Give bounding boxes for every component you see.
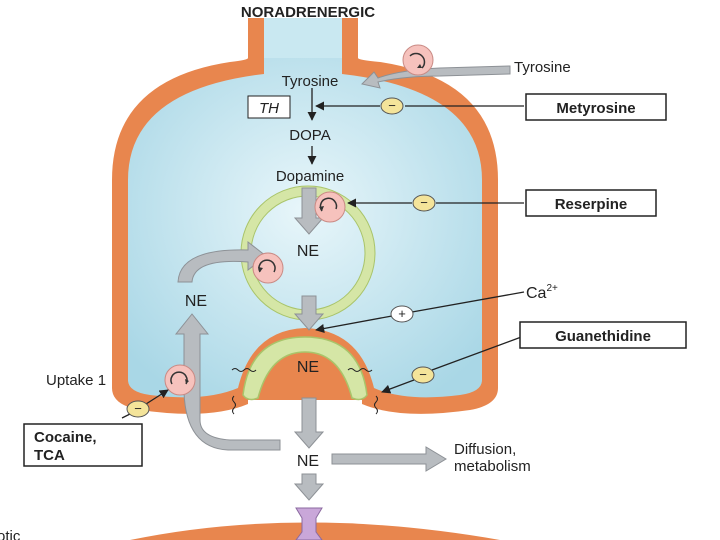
cleft-ne-label: NE <box>297 453 319 470</box>
metyrosine-box <box>525 93 667 121</box>
release-vesicle <box>242 336 368 401</box>
cocaine-label: Cocaine, <box>34 429 97 446</box>
metyrosine-label: Metyrosine <box>556 100 635 117</box>
diffusion-label: Diffusion, <box>454 441 516 458</box>
reuptake-arrow <box>174 313 281 451</box>
cocaine-inhibit-sign: − <box>126 400 150 418</box>
tyrosine-outside-label: Tyrosine <box>514 59 571 76</box>
vesicle-to-terminal-arrow <box>293 295 325 331</box>
guanethidine-label: Guanethidine <box>555 328 651 345</box>
guanethidine-inhibit-sign: − <box>411 366 435 384</box>
partial-edge-label: otic <box>0 528 21 540</box>
release-vesicle-ne-label: NE <box>297 359 319 376</box>
calcium-line <box>411 291 525 313</box>
cytoplasm-ne-label: NE <box>185 293 207 310</box>
guanethidine-arrow <box>381 379 415 394</box>
svg-text:+: + <box>398 306 406 321</box>
diagram-title: NORADRENERGIC <box>241 4 375 21</box>
diffusion-arrow <box>331 446 447 472</box>
tyrosine-inside-label: Tyrosine <box>282 73 339 90</box>
uptake-1-label: Uptake 1 <box>46 372 106 389</box>
vesicular-transporter-top <box>314 191 346 223</box>
cocaine-line <box>121 413 131 419</box>
dopamine-label: Dopamine <box>276 168 344 185</box>
calcium-arrow <box>315 315 393 333</box>
cocaine-arrow <box>145 389 169 405</box>
tyrosine-transporter <box>402 44 434 76</box>
tca-label: TCA <box>34 447 65 464</box>
release-to-cleft-arrow <box>293 397 325 449</box>
metabolism-label: metabolism <box>454 458 531 475</box>
reserpine-inhibit-sign: − <box>412 194 436 212</box>
metyrosine-inhibit-sign: − <box>380 97 404 115</box>
dopa-label: DOPA <box>289 127 330 144</box>
calcium-label: Ca2+ <box>526 283 558 302</box>
postsynaptic-receptor <box>295 507 323 540</box>
svg-text:−: − <box>134 401 142 416</box>
calcium-stimulate-sign: + <box>390 305 414 323</box>
uptake-1-transporter <box>164 364 196 396</box>
guanethidine-line <box>431 335 525 371</box>
th-enzyme-box <box>247 95 291 119</box>
reserpine-box <box>525 189 657 217</box>
vesicular-transporter-bottom <box>252 252 284 284</box>
th-enzyme-label: TH <box>259 100 279 117</box>
cocaine-tca-box <box>23 423 143 467</box>
guanethidine-box <box>519 321 687 349</box>
membrane-receptors <box>231 368 378 415</box>
gray-flow-arrows <box>174 65 511 501</box>
svg-text:−: − <box>420 195 428 210</box>
thin-arrows <box>121 88 525 419</box>
cleft-to-receptor-arrow <box>293 473 325 501</box>
svg-text:−: − <box>388 98 396 113</box>
vesicle-ne-label: NE <box>297 243 319 260</box>
reserpine-label: Reserpine <box>555 196 628 213</box>
dopamine-to-vesicle-arrow <box>293 187 325 235</box>
svg-text:−: − <box>419 367 427 382</box>
